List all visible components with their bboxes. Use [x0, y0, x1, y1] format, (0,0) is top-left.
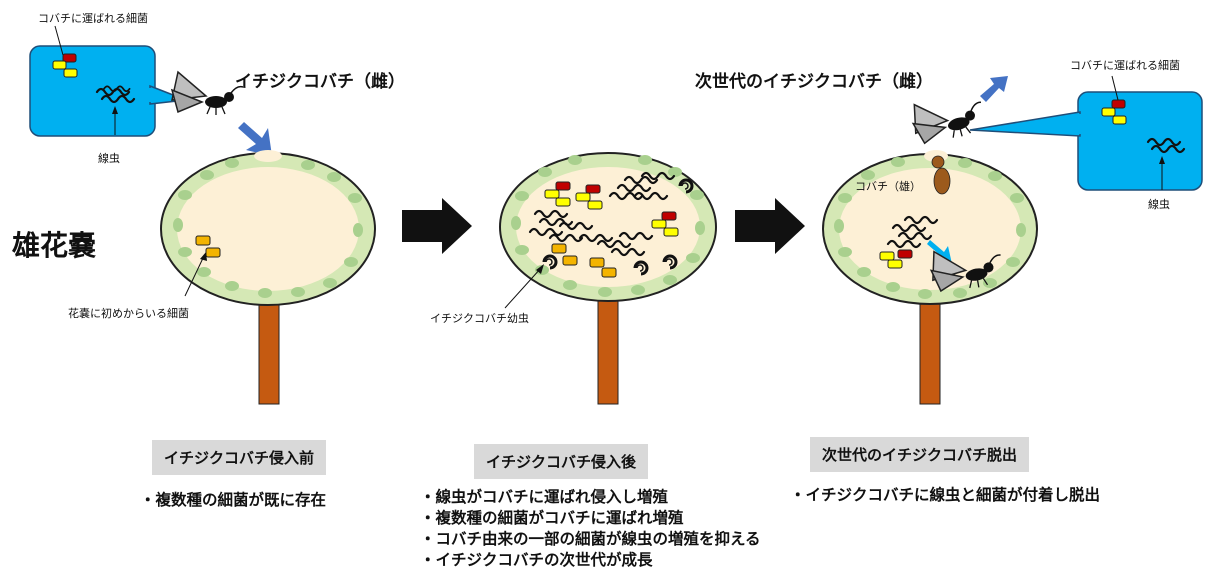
bullet: ・複数種の細菌がコバチに運ばれ増殖	[420, 509, 684, 527]
stage-exit-bullets: ・イチジクコバチに線虫と細菌が付着し脱出	[790, 485, 1100, 506]
stage-title-after: イチジクコバチ侵入後	[474, 444, 649, 479]
syconium-exit	[822, 150, 1038, 405]
label-nematode-left: 線虫	[98, 152, 120, 165]
bullet: ・イチジクコバチに線虫と細菌が付着し脱出	[790, 486, 1101, 504]
bullet: ・線虫がコバチに運ばれ侵入し増殖	[420, 488, 669, 506]
stage-after-bullets: ・線虫がコバチに運ばれ侵入し増殖 ・複数種の細菌がコバチに運ばれ増殖 ・コバチ由…	[420, 487, 761, 571]
wasp-female-left	[171, 71, 244, 116]
stage-title-exit: 次世代のイチジクコバチ脱出	[810, 437, 1030, 472]
wasp-next-gen-top	[907, 87, 989, 149]
syconium-after	[499, 152, 717, 405]
syconium-before	[160, 150, 376, 405]
arrow-exit	[980, 76, 1008, 102]
stage-before-bullets: ・複数種の細菌が既に存在	[140, 490, 326, 511]
arrow-stage-2	[735, 198, 805, 254]
label-carried-bacteria-left: コバチに運ばれる細菌	[38, 12, 148, 25]
label-wasp-larva: イチジクコバチ幼虫	[430, 312, 529, 325]
bullet: ・複数種の細菌が既に存在	[140, 491, 327, 509]
label-carried-bacteria-right: コバチに運ばれる細菌	[1070, 59, 1180, 72]
stage-title-before: イチジクコバチ侵入前	[152, 440, 327, 475]
bubble-right	[969, 91, 1203, 191]
arrow-enter	[238, 122, 272, 156]
label-wasp-female: イチジクコバチ（雌）	[235, 72, 405, 92]
bullet: ・コバチ由来の一部の細菌が線虫の増殖を抑える	[420, 530, 761, 548]
bullet: ・イチジクコバチの次世代が成長	[420, 551, 653, 569]
label-nematode-right: 線虫	[1148, 198, 1170, 211]
bubble-left	[29, 45, 187, 137]
arrow-stage-1	[402, 198, 472, 254]
label-next-gen-wasp: 次世代のイチジクコバチ（雌）	[695, 72, 933, 92]
label-male-syconium: 雄花嚢	[12, 229, 97, 262]
label-male-wasp: コバチ（雄）	[855, 180, 921, 193]
label-initial-bacteria: 花嚢に初めからいる細菌	[68, 307, 189, 320]
